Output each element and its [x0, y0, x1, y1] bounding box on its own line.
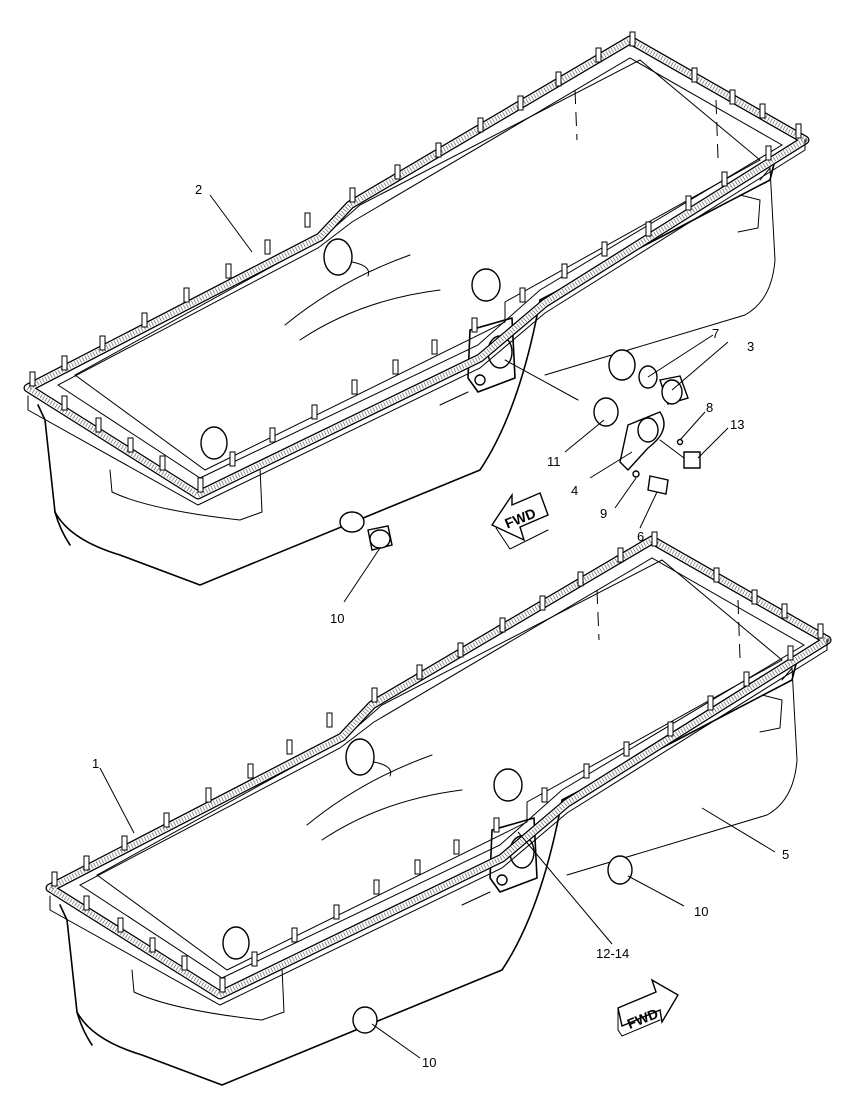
leader-lines — [99, 194, 776, 1059]
callout-13: 13 — [730, 417, 744, 432]
callout-6: 6 — [637, 529, 644, 544]
oil-pan-upper — [28, 32, 805, 585]
callout-1: 1 — [92, 756, 99, 771]
callout-11: 11 — [547, 454, 561, 469]
lockwasher-8 — [676, 438, 684, 446]
callout-9: 9 — [600, 506, 607, 521]
plug-washer-upper — [339, 511, 365, 533]
o-ring-11 — [593, 397, 619, 427]
plug-side-lower — [607, 855, 633, 885]
washer-7 — [608, 349, 636, 381]
callouts: 2 1 7 3 8 13 11 4 9 6 10 5 10 12-14 10 — [92, 182, 789, 1070]
callout-2: 2 — [195, 182, 202, 197]
callout-8: 8 — [706, 400, 713, 415]
plug-bottom-lower — [352, 1006, 378, 1034]
callout-3: 3 — [747, 339, 754, 354]
callout-7: 7 — [712, 326, 719, 341]
callout-5: 5 — [782, 847, 789, 862]
oil-pan-lower — [50, 532, 827, 1085]
fwd-arrow-lower: FWD — [617, 978, 679, 1037]
callout-4: 4 — [571, 483, 578, 498]
callout-12-14: 12-14 — [596, 946, 629, 961]
lockwasher-9 — [632, 470, 640, 478]
callout-10-right: 10 — [694, 904, 708, 919]
bolt-6 — [647, 475, 669, 495]
callout-10-bottom: 10 — [422, 1055, 436, 1070]
bolt-13 — [683, 451, 701, 469]
fwd-arrow-upper: FWD — [490, 492, 549, 550]
drain-assembly-exploded — [504, 349, 701, 495]
callout-10-upper: 10 — [330, 611, 344, 626]
